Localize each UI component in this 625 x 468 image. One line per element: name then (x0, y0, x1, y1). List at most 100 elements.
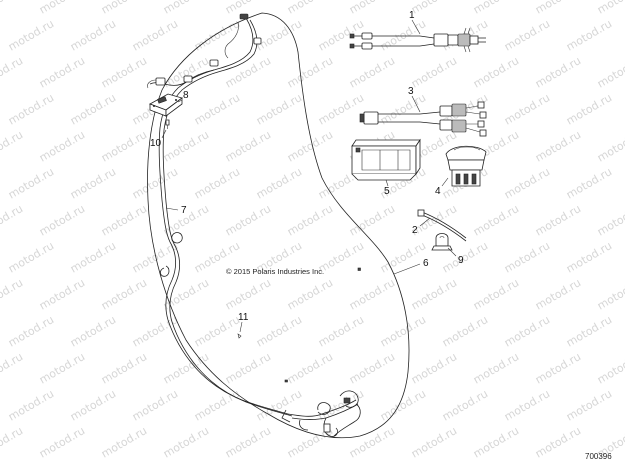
leader-4 (441, 177, 449, 187)
watermark-text: motod.ru (564, 313, 614, 349)
watermark-text: motod.ru (99, 128, 149, 164)
module-part-8 (149, 93, 183, 117)
watermark-text: motod.ru (161, 424, 211, 460)
watermark-text: motod.ru (6, 387, 56, 423)
watermark-text: motod.ru (595, 350, 625, 386)
leader-2 (419, 217, 431, 227)
callout-5: 5 (384, 186, 390, 197)
connector-a (239, 13, 249, 20)
watermark-text: motod.ru (316, 17, 366, 53)
copyright-text: © 2015 Polaris Industries Inc. (226, 267, 324, 276)
callout-1: 1 (409, 10, 415, 21)
watermark-text: motod.ru (285, 54, 335, 90)
watermark-text: motod.ru (533, 276, 583, 312)
watermark-text: motod.ru (0, 128, 25, 164)
cable-tie-part-2 (417, 209, 467, 242)
watermark-text: motod.ru (595, 54, 625, 90)
watermark-text: motod.ru (130, 387, 180, 423)
clip-part-9 (431, 233, 453, 251)
watermark-text: motod.ru (378, 387, 428, 423)
watermark-text: motod.ru (533, 350, 583, 386)
harness-main-cable (158, 17, 289, 415)
watermark-text: motod.ru (223, 424, 273, 460)
watermark-text: motod.ru (161, 276, 211, 312)
callout-3: 3 (408, 86, 414, 97)
watermark-text: motod.ru (440, 313, 490, 349)
callout-6: 6 (423, 258, 429, 269)
cable-hook (160, 265, 170, 277)
watermark-text: motod.ru (130, 17, 180, 53)
watermark-text: motod.ru (68, 387, 118, 423)
watermark-text: motod.ru (0, 424, 25, 460)
leader-6 (393, 263, 421, 275)
leader-10 (161, 129, 167, 139)
watermark-text: motod.ru (533, 0, 583, 17)
watermark-text: motod.ru (0, 202, 25, 238)
watermark-text: motod.ru (99, 202, 149, 238)
callout-2: 2 (412, 225, 418, 236)
watermark-text: motod.ru (409, 350, 459, 386)
watermark-text: motod.ru (502, 91, 552, 127)
watermark-text: motod.ru (6, 165, 56, 201)
watermark-text: motod.ru (99, 54, 149, 90)
watermark-text: motod.ru (409, 424, 459, 460)
fastener-part-10 (165, 119, 170, 129)
watermark-text: motod.ru (564, 91, 614, 127)
figure-number: 700396 (585, 452, 612, 461)
callout-11: 11 (238, 312, 249, 323)
watermark-text: motod.ru (502, 387, 552, 423)
watermark-text: motod.ru (192, 165, 242, 201)
leader-11 (239, 321, 243, 333)
watermark-text: motod.ru (409, 276, 459, 312)
watermark-text: motod.ru (533, 424, 583, 460)
watermark-text: motod.ru (37, 276, 87, 312)
watermark-text: motod.ru (37, 54, 87, 90)
watermark-text: motod.ru (99, 0, 149, 17)
callout-10: 10 (150, 138, 162, 149)
watermark-text: motod.ru (471, 276, 521, 312)
watermark-text: motod.ru (409, 0, 459, 17)
watermark-text: motod.ru (192, 313, 242, 349)
watermark-text: motod.ru (130, 239, 180, 275)
leader-8 (177, 99, 183, 103)
watermark-text: motod.ru (223, 0, 273, 17)
watermark-text: motod.ru (223, 202, 273, 238)
watermark-text: motod.ru (37, 202, 87, 238)
watermark-text: motod.ru (6, 239, 56, 275)
fastener-part-11 (237, 333, 242, 339)
watermark-text: motod.ru (564, 17, 614, 53)
harness-upper-branch-2 (224, 21, 239, 59)
callout-8: 8 (183, 90, 189, 101)
switch-part-4 (445, 145, 487, 187)
watermark-text: motod.ru (595, 0, 625, 17)
watermark-text: motod.ru (347, 276, 397, 312)
watermark-text: motod.ru (471, 0, 521, 17)
watermark-text: motod.ru (68, 91, 118, 127)
watermark-text: motod.ru (285, 0, 335, 17)
watermark-text: motod.ru (440, 387, 490, 423)
watermark-text: motod.ru (378, 239, 428, 275)
watermark-text: motod.ru (347, 202, 397, 238)
watermark-text: motod.ru (37, 128, 87, 164)
callout-4: 4 (435, 186, 441, 197)
watermark-text: motod.ru (192, 17, 242, 53)
watermark-text: motod.ru (316, 91, 366, 127)
connector-e-lead (147, 79, 157, 89)
watermark-text: motod.ru (161, 0, 211, 17)
watermark-text: motod.ru (564, 165, 614, 201)
connector-d (183, 75, 193, 83)
watermark-text: motod.ru (533, 202, 583, 238)
watermark-text: motod.ru (533, 54, 583, 90)
watermark-text: motod.ru (564, 387, 614, 423)
watermark-text: motod.ru (254, 165, 304, 201)
watermark-text: motod.ru (285, 276, 335, 312)
watermark-text: motod.ru (254, 91, 304, 127)
marker-dot-1 (357, 267, 361, 271)
watermark-text: motod.ru (192, 91, 242, 127)
watermark-text: motod.ru (502, 165, 552, 201)
watermark-text: motod.ru (347, 0, 397, 17)
watermark-text: motod.ru (68, 165, 118, 201)
leader-9 (447, 247, 457, 257)
